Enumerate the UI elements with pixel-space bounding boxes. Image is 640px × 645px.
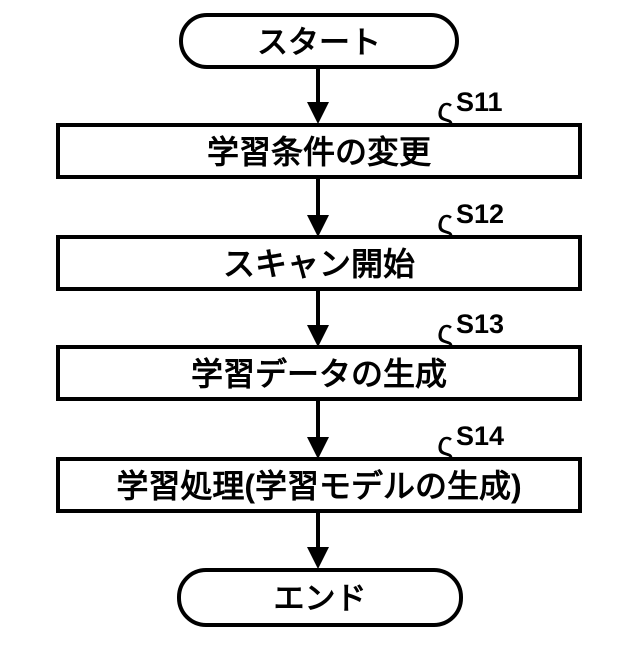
end-terminal: エンド xyxy=(177,568,463,627)
leader-squiggle-icon: ς xyxy=(437,425,453,463)
flow-arrow-s13-to-s14 xyxy=(307,399,329,459)
end-terminal-label: エンド xyxy=(274,581,367,616)
process-box-s11: 学習条件の変更 xyxy=(56,123,582,179)
leader-squiggle-icon: ς xyxy=(437,313,453,351)
step-ref-label-s13: S13 xyxy=(456,309,504,339)
process-box-label-s12: スキャン開始 xyxy=(223,246,415,282)
process-box-label-s13: 学習データの生成 xyxy=(191,356,447,392)
process-box-label-s11: 学習条件の変更 xyxy=(207,134,432,170)
process-box-label-s14: 学習処理(学習モデルの生成) xyxy=(116,468,521,504)
flow-arrow-s11-to-s12 xyxy=(307,177,329,237)
arrowhead-icon xyxy=(307,325,329,347)
arrowhead-icon xyxy=(307,437,329,459)
end-terminal-shape xyxy=(177,568,463,627)
step-ref-s14: ς S14 xyxy=(437,421,504,463)
arrowhead-icon xyxy=(307,547,329,569)
flow-arrow-s14-to-end xyxy=(307,511,329,569)
flow-arrow-s12-to-s13 xyxy=(307,289,329,347)
process-box-s14: 学習処理(学習モデルの生成) xyxy=(56,457,582,513)
step-ref-s12: ς S12 xyxy=(437,199,504,241)
process-box-s13: 学習データの生成 xyxy=(56,345,582,401)
step-ref-label-s12: S12 xyxy=(456,199,504,229)
step-ref-s11: ς S11 xyxy=(437,87,503,129)
step-ref-label-s11: S11 xyxy=(456,87,503,117)
process-box-shape xyxy=(56,457,582,513)
arrowhead-icon xyxy=(307,215,329,237)
step-ref-s13: ς S13 xyxy=(437,309,504,351)
arrowhead-icon xyxy=(307,102,329,124)
process-box-shape xyxy=(56,235,582,291)
leader-squiggle-icon: ς xyxy=(437,91,453,129)
process-box-s12: スキャン開始 xyxy=(56,235,582,291)
step-ref-label-s14: S14 xyxy=(456,421,504,451)
start-terminal: スタート xyxy=(179,13,459,69)
process-box-shape xyxy=(56,345,582,401)
leader-squiggle-icon: ς xyxy=(437,203,453,241)
start-terminal-label: スタート xyxy=(257,25,381,60)
flow-arrow-start-to-s11 xyxy=(307,67,329,124)
